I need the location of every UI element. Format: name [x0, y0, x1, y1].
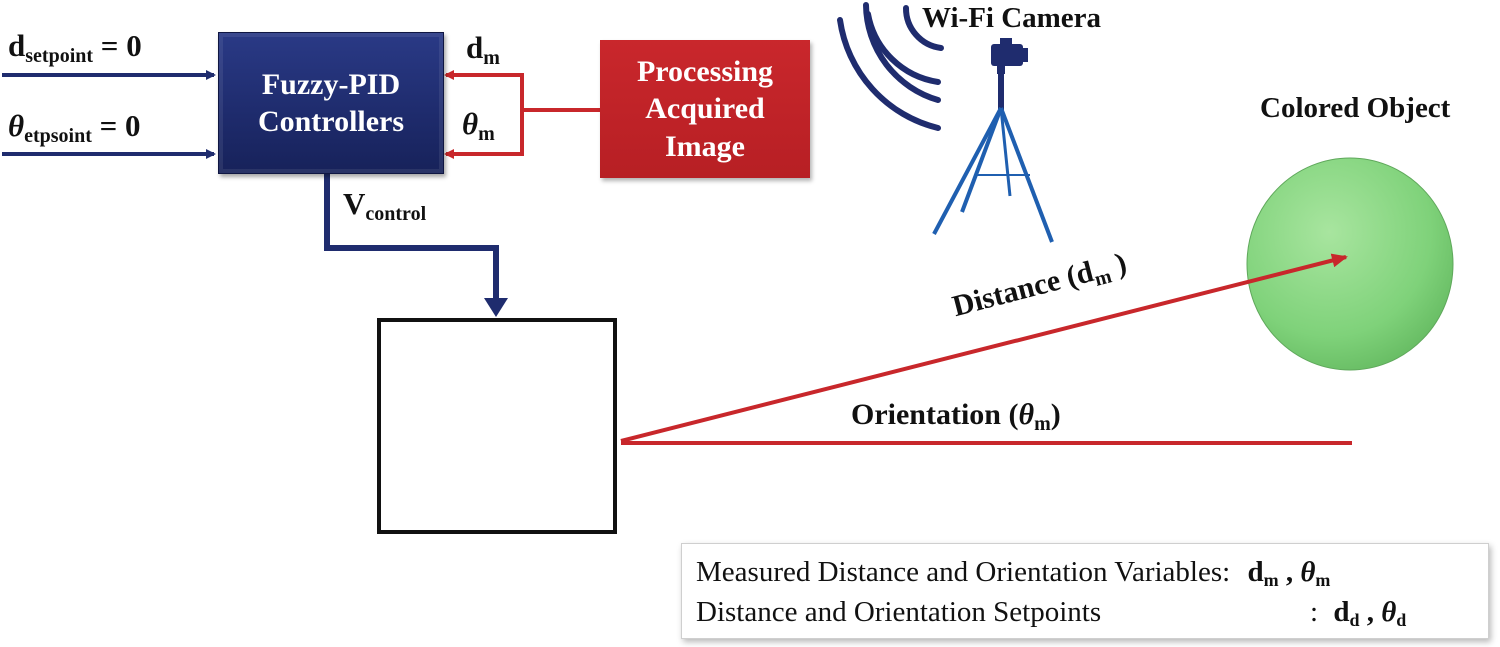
wifi-camera-tripod-icon [932, 38, 1054, 243]
v-control-connector [324, 172, 499, 300]
legend-measured-sep: , [1278, 556, 1301, 588]
theta-m-symbol: θ [462, 106, 479, 141]
robot-image-frame [377, 318, 617, 534]
processing-line3: Image [665, 129, 745, 163]
d-m-symbol: d [466, 30, 484, 65]
orientation-subscript: m [1034, 413, 1051, 435]
processing-acquired-image-block: Processing Acquired Image [600, 40, 810, 178]
legend-box: Measured Distance and Orientation Variab… [681, 543, 1489, 639]
theta-m-subscript: m [478, 123, 495, 145]
fuzzy-pid-controller-block: Fuzzy-PID Controllers [218, 32, 444, 174]
processing-line1: Processing [636, 54, 774, 88]
wifi-camera-label: Wi-Fi Camera [922, 2, 1102, 34]
orientation-label: Orientation (θm) [851, 398, 1061, 435]
legend-setpoints-colon: : [1310, 596, 1319, 628]
legend-setpoints-theta-sub: d [1396, 610, 1407, 630]
d-setpoint-subscript: setpoint [25, 45, 94, 67]
orientation-theta: θ [1018, 398, 1035, 431]
d-m-subscript: m [483, 47, 500, 69]
theta-m-feedback-label: θm [462, 108, 495, 144]
legend-measured-theta-sub: m [1315, 570, 1331, 590]
colored-object-ball [1246, 157, 1454, 371]
orientation-text: Orientation ( [851, 398, 1019, 431]
theta-setpoint-symbol: θ [8, 108, 25, 143]
distance-ray [620, 253, 1348, 443]
v-control-label: Vcontrol [343, 188, 426, 224]
legend-setpoints-d: d [1333, 596, 1350, 628]
theta-setpoint-subscript: etpsoint [24, 125, 92, 147]
feedback-connector [444, 70, 600, 112]
processing-line2: Acquired [645, 92, 765, 126]
colored-object-label: Colored Object [1260, 92, 1451, 124]
legend-measured-d-sub: m [1263, 570, 1279, 590]
legend-measured-d: d [1247, 556, 1264, 588]
legend-setpoints-sep: , [1359, 596, 1382, 628]
v-control-symbol: V [343, 186, 366, 221]
legend-measured-text: Measured Distance and Orientation Variab… [696, 556, 1231, 588]
controller-line2: Controllers [257, 105, 405, 138]
controller-line1: Fuzzy-PID [261, 67, 401, 101]
theta-setpoint-value: = 0 [91, 108, 141, 143]
theta-setpoint-label: θetpsoint = 0 [8, 110, 141, 146]
legend-setpoints-text: Distance and Orientation Setpoints [696, 596, 1102, 628]
v-control-subscript: control [365, 203, 427, 225]
feedback-connector-theta [444, 110, 524, 159]
d-setpoint-value: = 0 [93, 28, 142, 63]
orientation-close: ) [1050, 398, 1061, 431]
legend-setpoints-d-sub: d [1349, 610, 1360, 630]
v-control-arrowhead [484, 298, 508, 317]
legend-setpoints-theta: θ [1381, 596, 1397, 628]
d-setpoint-label: dsetpoint = 0 [8, 30, 142, 66]
wifi-signal-icon [837, 2, 944, 131]
legend-row-measured: Measured Distance and Orientation Variab… [696, 556, 1330, 591]
legend-measured-theta: θ [1300, 556, 1316, 588]
legend-row-setpoints: Distance and Orientation Setpoints [696, 596, 1101, 629]
d-m-feedback-label: dm [466, 32, 500, 68]
d-setpoint-symbol: d [8, 28, 26, 63]
legend-row-setpoints-values: : dd , θd [1310, 596, 1406, 631]
